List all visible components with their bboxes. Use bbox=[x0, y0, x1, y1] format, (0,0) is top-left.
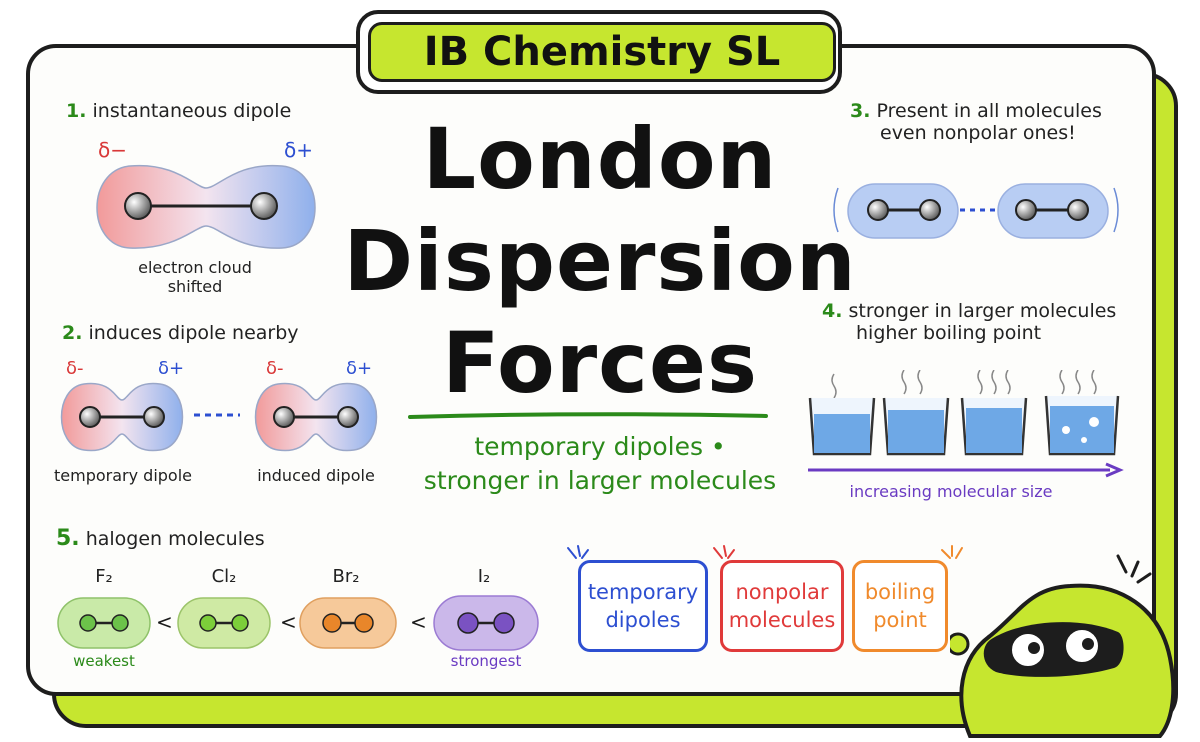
title-underline bbox=[408, 412, 768, 419]
section-4-number: 4. bbox=[822, 300, 843, 322]
main-title: London Dispersion Forces bbox=[340, 108, 860, 414]
section-1-caption: electron cloud shifted bbox=[110, 258, 280, 296]
beaker-4 bbox=[1044, 370, 1120, 456]
section-3-number: 3. bbox=[850, 100, 871, 122]
section-5-text: halogen molecules bbox=[85, 528, 265, 550]
tag-temporary-dipoles: temporary dipoles bbox=[578, 560, 708, 652]
tag-3-line-1: boiling bbox=[864, 580, 936, 604]
less-than-1: < bbox=[156, 610, 173, 634]
section-2-left-caption: temporary dipole bbox=[54, 466, 192, 485]
section-4-line-1: stronger in larger molecules bbox=[848, 300, 1117, 322]
halogen-molecule-i2 bbox=[433, 595, 539, 651]
section-1-number: 1. bbox=[66, 100, 87, 122]
tag-3-line-2: point bbox=[873, 608, 927, 632]
halogen-label-br2: Br₂ bbox=[332, 566, 360, 587]
temporary-dipole-molecule bbox=[60, 382, 184, 452]
section-4-line-2: higher boiling point bbox=[856, 322, 1042, 344]
section-3-line-1: Present in all molecules bbox=[876, 100, 1102, 122]
page-title: IB Chemistry SL bbox=[368, 22, 836, 82]
dipole-molecule-1 bbox=[96, 164, 316, 249]
spark-icon bbox=[713, 545, 735, 559]
tag-nonpolar-molecules: nonpolar molecules bbox=[720, 560, 844, 652]
halogen-caption-weakest: weakest bbox=[73, 652, 135, 670]
section-2-right-delta-minus: δ- bbox=[266, 358, 284, 379]
nonpolar-molecules-pair bbox=[833, 183, 1119, 239]
halogen-label-cl2: Cl₂ bbox=[211, 566, 237, 587]
tag-boiling-point: boiling point bbox=[852, 560, 948, 652]
less-than-3: < bbox=[410, 610, 427, 634]
section-2-left-delta-minus: δ- bbox=[66, 358, 84, 379]
tag-2-line-2: molecules bbox=[728, 608, 836, 632]
halogen-label-i2: I₂ bbox=[477, 566, 491, 587]
beaker-2 bbox=[882, 370, 950, 456]
beaker-1 bbox=[808, 373, 876, 456]
halogen-molecule-cl2 bbox=[177, 597, 271, 649]
section-1-caption-line-1: electron cloud bbox=[138, 258, 252, 277]
section-2-text: induces dipole nearby bbox=[88, 322, 299, 344]
section-3-heading: 3. Present in all molecules even nonpola… bbox=[850, 100, 1120, 144]
section-1-delta-minus: δ− bbox=[98, 138, 127, 162]
title-line-3: Forces bbox=[442, 314, 758, 412]
section-1-heading: 1. instantaneous dipole bbox=[66, 100, 291, 122]
subtitle: temporary dipoles • stronger in larger m… bbox=[390, 430, 810, 498]
blob-mascot bbox=[950, 554, 1176, 738]
less-than-2: < bbox=[280, 610, 297, 634]
tag-1-line-2: dipoles bbox=[605, 608, 681, 632]
beaker-3 bbox=[960, 370, 1028, 456]
tag-1-line-1: temporary bbox=[587, 580, 699, 604]
spark-icon bbox=[941, 545, 963, 559]
induced-dipole-molecule bbox=[254, 382, 378, 452]
section-2-right-caption: induced dipole bbox=[257, 466, 375, 485]
section-2-left-delta-plus: δ+ bbox=[158, 358, 185, 379]
increasing-size-arrow bbox=[808, 462, 1124, 478]
arrow-label: increasing molecular size bbox=[849, 482, 1053, 501]
section-1-text: instantaneous dipole bbox=[92, 100, 292, 122]
subtitle-line-2: stronger in larger molecules bbox=[423, 466, 777, 495]
section-4-heading: 4. stronger in larger molecules higher b… bbox=[822, 300, 1122, 344]
beakers-boiling bbox=[808, 370, 1120, 456]
section-3-line-2: even nonpolar ones! bbox=[880, 122, 1076, 144]
section-2-heading: 2. induces dipole nearby bbox=[62, 322, 299, 344]
spark-icon bbox=[567, 545, 589, 559]
section-1-caption-line-2: shifted bbox=[167, 277, 223, 296]
halogen-molecule-br2 bbox=[299, 597, 397, 649]
halogen-caption-strongest: strongest bbox=[450, 652, 522, 670]
tag-2-line-1: nonpolar bbox=[735, 580, 829, 604]
title-line-1: London bbox=[422, 110, 778, 208]
halogen-molecule-f2 bbox=[57, 597, 151, 649]
section-5-number: 5. bbox=[56, 526, 80, 551]
title-line-2: Dispersion bbox=[343, 212, 857, 310]
section-2-number: 2. bbox=[62, 322, 83, 344]
halogen-label-f2: F₂ bbox=[95, 566, 113, 587]
section-5-heading: 5. halogen molecules bbox=[56, 526, 265, 551]
subtitle-line-1: temporary dipoles • bbox=[474, 432, 726, 461]
section-2-right-delta-plus: δ+ bbox=[346, 358, 373, 379]
section-1-delta-plus: δ+ bbox=[284, 138, 313, 162]
attraction-dashes-2 bbox=[194, 413, 240, 417]
